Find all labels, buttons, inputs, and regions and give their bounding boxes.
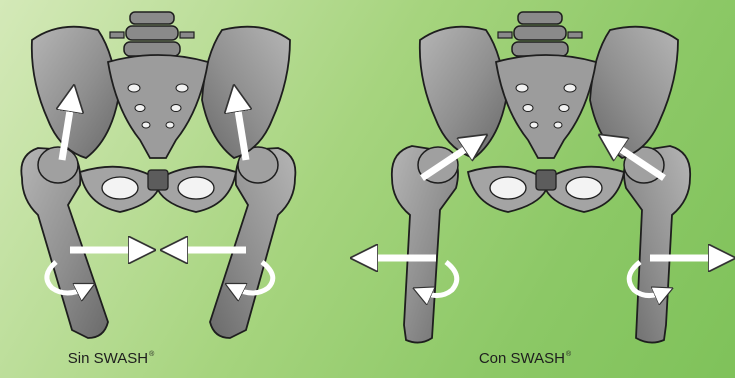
left-sacrum bbox=[108, 55, 208, 158]
right-ilium-right bbox=[590, 27, 678, 158]
caption-right-text: Con SWASH bbox=[479, 350, 565, 367]
caption-left-text: Sin SWASH bbox=[68, 350, 148, 367]
caption-without-swash: Sin SWASH® bbox=[68, 350, 154, 367]
left-ilium-left bbox=[32, 27, 118, 158]
caption-with-swash: Con SWASH® bbox=[479, 350, 571, 367]
right-ilium-left bbox=[420, 27, 506, 158]
right-panel-with-swash bbox=[364, 12, 722, 343]
left-panel-without-swash bbox=[21, 12, 295, 338]
caption-left-registered-mark: ® bbox=[149, 351, 154, 358]
caption-right-registered-mark: ® bbox=[566, 351, 571, 358]
left-spine bbox=[110, 12, 194, 56]
right-rotation-arrows bbox=[422, 262, 664, 296]
right-sacrum bbox=[496, 55, 596, 158]
right-spine bbox=[498, 12, 582, 56]
